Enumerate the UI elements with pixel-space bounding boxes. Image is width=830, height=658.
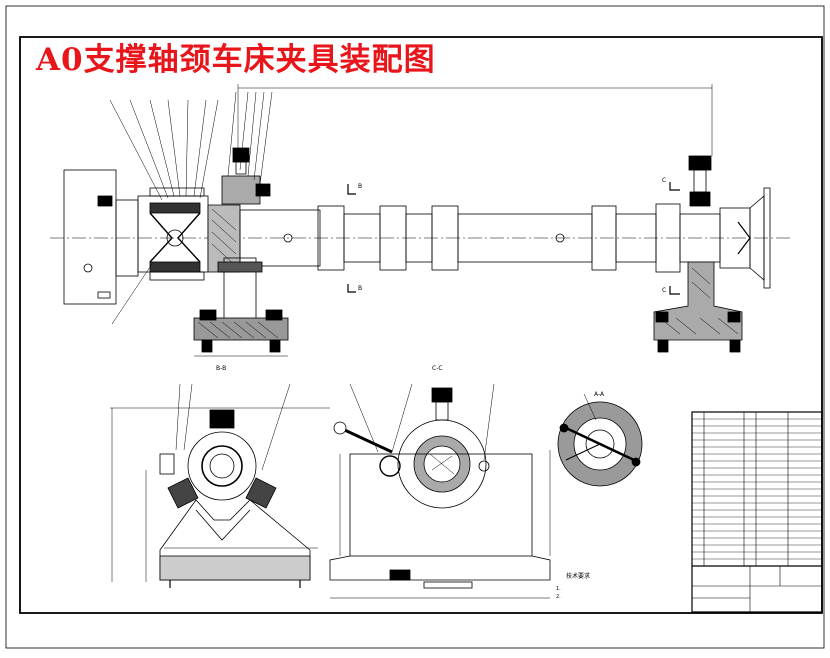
cut-label-b-bottom: B (358, 285, 362, 292)
section-cc-view (329, 383, 551, 599)
cut-label-c-top: C (662, 177, 666, 184)
parts-list-rows (692, 418, 822, 560)
notes-line-2: 2. (556, 594, 561, 600)
section-aa-view (557, 393, 643, 487)
parts-list (691, 411, 823, 613)
notes-line-1: 1. (556, 586, 561, 592)
section-bb-label: B-B (216, 365, 226, 372)
section-bb-view (110, 383, 330, 588)
cut-label-b-top: B (358, 183, 362, 190)
outer-border (5, 5, 825, 649)
main-view (63, 84, 771, 357)
spindle-flange (63, 169, 117, 305)
cut-label-c-bottom: C (662, 287, 666, 294)
notes-heading: 技术要求 (566, 572, 590, 580)
drawing-title: A0支撑轴颈车床夹具装配图 (36, 42, 436, 78)
section-aa-label: A-A (594, 391, 605, 398)
inner-frame (19, 36, 823, 614)
technical-notes: 技术要求 1. 2. (556, 572, 590, 600)
section-cc-label: C-C (432, 365, 443, 372)
section-markers (347, 182, 680, 295)
